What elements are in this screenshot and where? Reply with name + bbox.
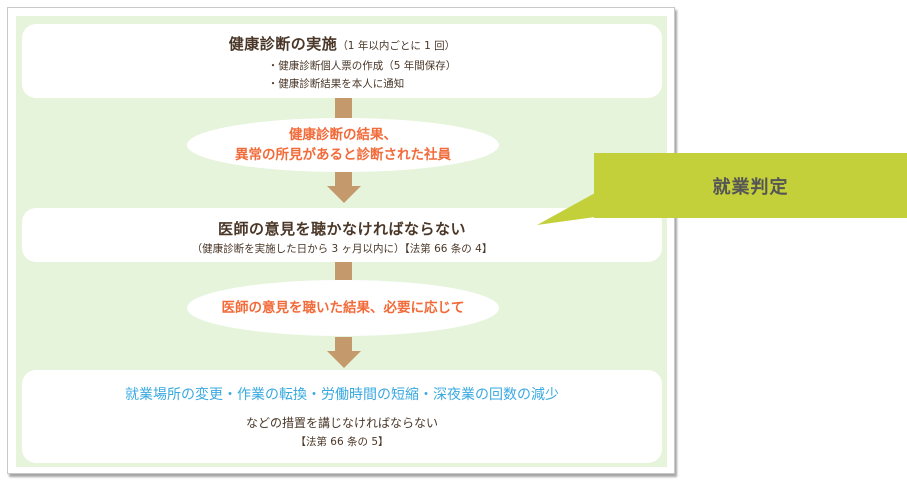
condition-ellipse: 健康診断の結果、 異常の所見があると診断された社員 <box>187 118 499 172</box>
measures-list: 就業場所の変更・作業の転換・労働時間の短縮・深夜業の回数の減少 <box>125 387 559 403</box>
step-measures: 就業場所の変更・作業の転換・労働時間の短縮・深夜業の回数の減少 などの措置を講じ… <box>22 370 662 463</box>
connector-bar <box>335 98 352 118</box>
law-reference: 【法第 66 条の 5】 <box>295 436 389 448</box>
step-note: （健康診断を実施した日から 3 ヶ月以内に）【法第 66 条の 4】 <box>191 243 493 255</box>
step-text: などの措置を講じなければならない <box>245 416 438 430</box>
condition-line: 医師の意見を聴いた結果、必要に応じて <box>221 299 465 316</box>
arrow-stem <box>335 337 352 351</box>
callout-employment-decision: 就業判定 <box>594 153 907 218</box>
condition-line: 健康診断の結果、 <box>289 126 397 143</box>
condition-line: 異常の所見があると診断された社員 <box>235 147 451 163</box>
step-title: 医師の意見を聴かなければならない <box>217 220 466 238</box>
step-title-note: （1 年以内ごとに 1 回） <box>337 40 456 52</box>
arrow-stem <box>335 172 352 186</box>
bullet-item: ・健康診断個人票の作成（5 年間保存） <box>267 60 457 72</box>
bullet-item: ・健康診断結果を本人に通知 <box>267 78 405 90</box>
arrow-down-icon <box>327 186 361 203</box>
connector-bar <box>335 262 352 280</box>
condition-ellipse: 医師の意見を聴いた結果、必要に応じて <box>187 280 499 336</box>
step-health-checkup: 健康診断の実施（1 年以内ごとに 1 回） ・健康診断個人票の作成（5 年間保存… <box>22 24 662 98</box>
step-doctor-opinion: 医師の意見を聴かなければならない （健康診断を実施した日から 3 ヶ月以内に）【… <box>22 208 662 262</box>
step-title: 健康診断の実施 <box>228 35 338 53</box>
arrow-down-icon <box>327 351 361 368</box>
callout-label: 就業判定 <box>712 176 789 198</box>
